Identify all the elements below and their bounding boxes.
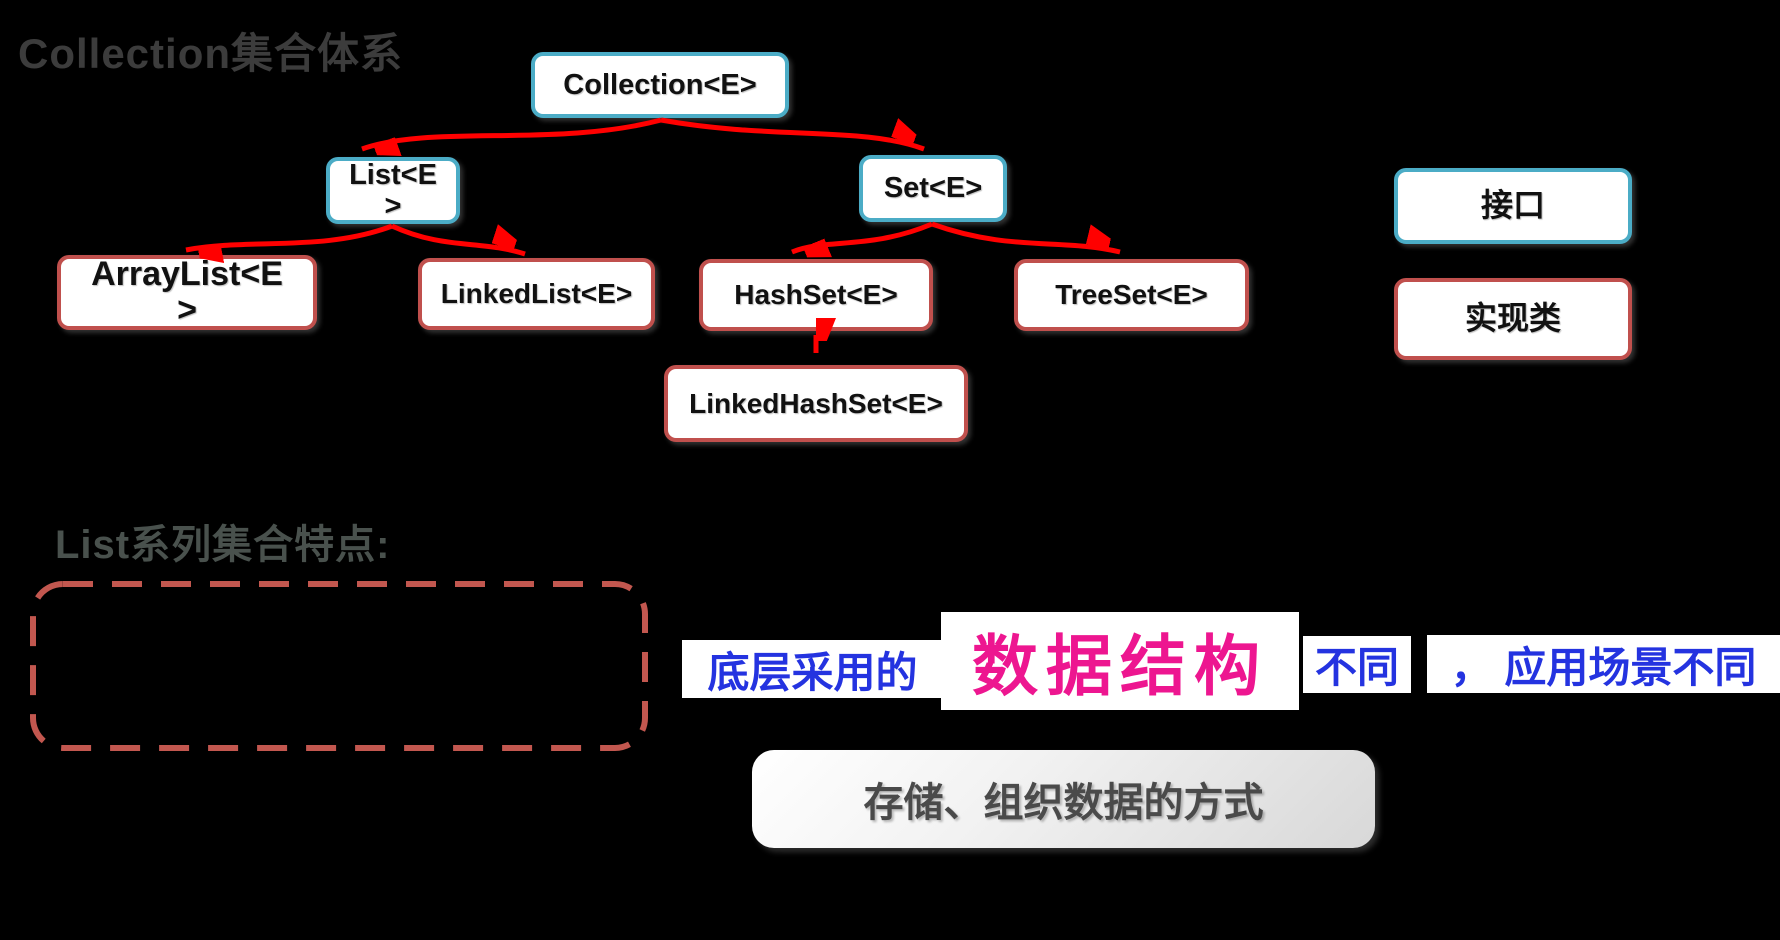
annotation-suffix: 不同 <box>1303 636 1411 693</box>
annotation-highlight-text: 数据结构 <box>972 629 1268 703</box>
node-linkedlist-label: LinkedList<E> <box>440 278 633 310</box>
page-title: Collection集合体系 <box>18 30 404 77</box>
node-arraylist-label-line2: > <box>177 290 197 329</box>
list-features-heading: List系列集合特点: <box>55 523 391 567</box>
node-collection-label: Collection<E> <box>563 68 757 101</box>
legend-interface-label: 接口 <box>1480 187 1545 224</box>
arrow-set-to-treeset <box>931 221 1121 255</box>
legend-interface-box: 接口 <box>1394 168 1632 244</box>
annotation-highlight: 数据结构 <box>941 612 1299 710</box>
node-treeset: TreeSet<E> <box>1014 259 1249 331</box>
node-collection: Collection<E> <box>531 52 789 118</box>
annotation-suffix-text: 不同 <box>1314 644 1399 691</box>
arrow-list-to-linkedlist <box>390 223 526 257</box>
node-list: List<E > <box>326 157 460 224</box>
node-list-label-line2: > <box>384 189 402 222</box>
arrow-list-to-arraylist <box>185 223 393 250</box>
arrow-set-to-hashset <box>791 221 933 252</box>
arrow-collection-to-set <box>660 117 925 152</box>
node-treeset-label: TreeSet<E> <box>1055 279 1208 311</box>
annotation-prefix-text: 底层采用的 <box>707 648 918 696</box>
node-arraylist: ArrayList<E > <box>57 255 317 330</box>
list-features-dashed-box <box>30 581 648 751</box>
node-linkedhashset-label: LinkedHashSet<E> <box>689 387 943 419</box>
node-hashset-label: HashSet<E> <box>734 279 898 311</box>
legend-implementation-label: 实现类 <box>1464 300 1561 337</box>
annotation-tail-text: ， 应用场景不同 <box>1450 643 1757 691</box>
node-linkedhashset: LinkedHashSet<E> <box>664 365 968 442</box>
node-hashset: HashSet<E> <box>699 259 933 331</box>
legend-implementation-box: 实现类 <box>1394 278 1632 360</box>
node-arraylist-label-line1: ArrayList<E <box>91 254 283 293</box>
node-set: Set<E> <box>859 155 1007 222</box>
annotation-prefix: 底层采用的 <box>682 640 943 698</box>
data-structure-definition-box: 存储、组织数据的方式 <box>752 750 1375 848</box>
node-list-label-line1: List<E <box>349 159 437 192</box>
node-set-label: Set<E> <box>883 172 983 205</box>
annotation-tail: ， 应用场景不同 <box>1427 635 1780 693</box>
arrow-collection-to-list <box>361 117 662 149</box>
data-structure-definition-text: 存储、组织数据的方式 <box>863 781 1264 825</box>
node-linkedlist: LinkedList<E> <box>418 258 655 330</box>
